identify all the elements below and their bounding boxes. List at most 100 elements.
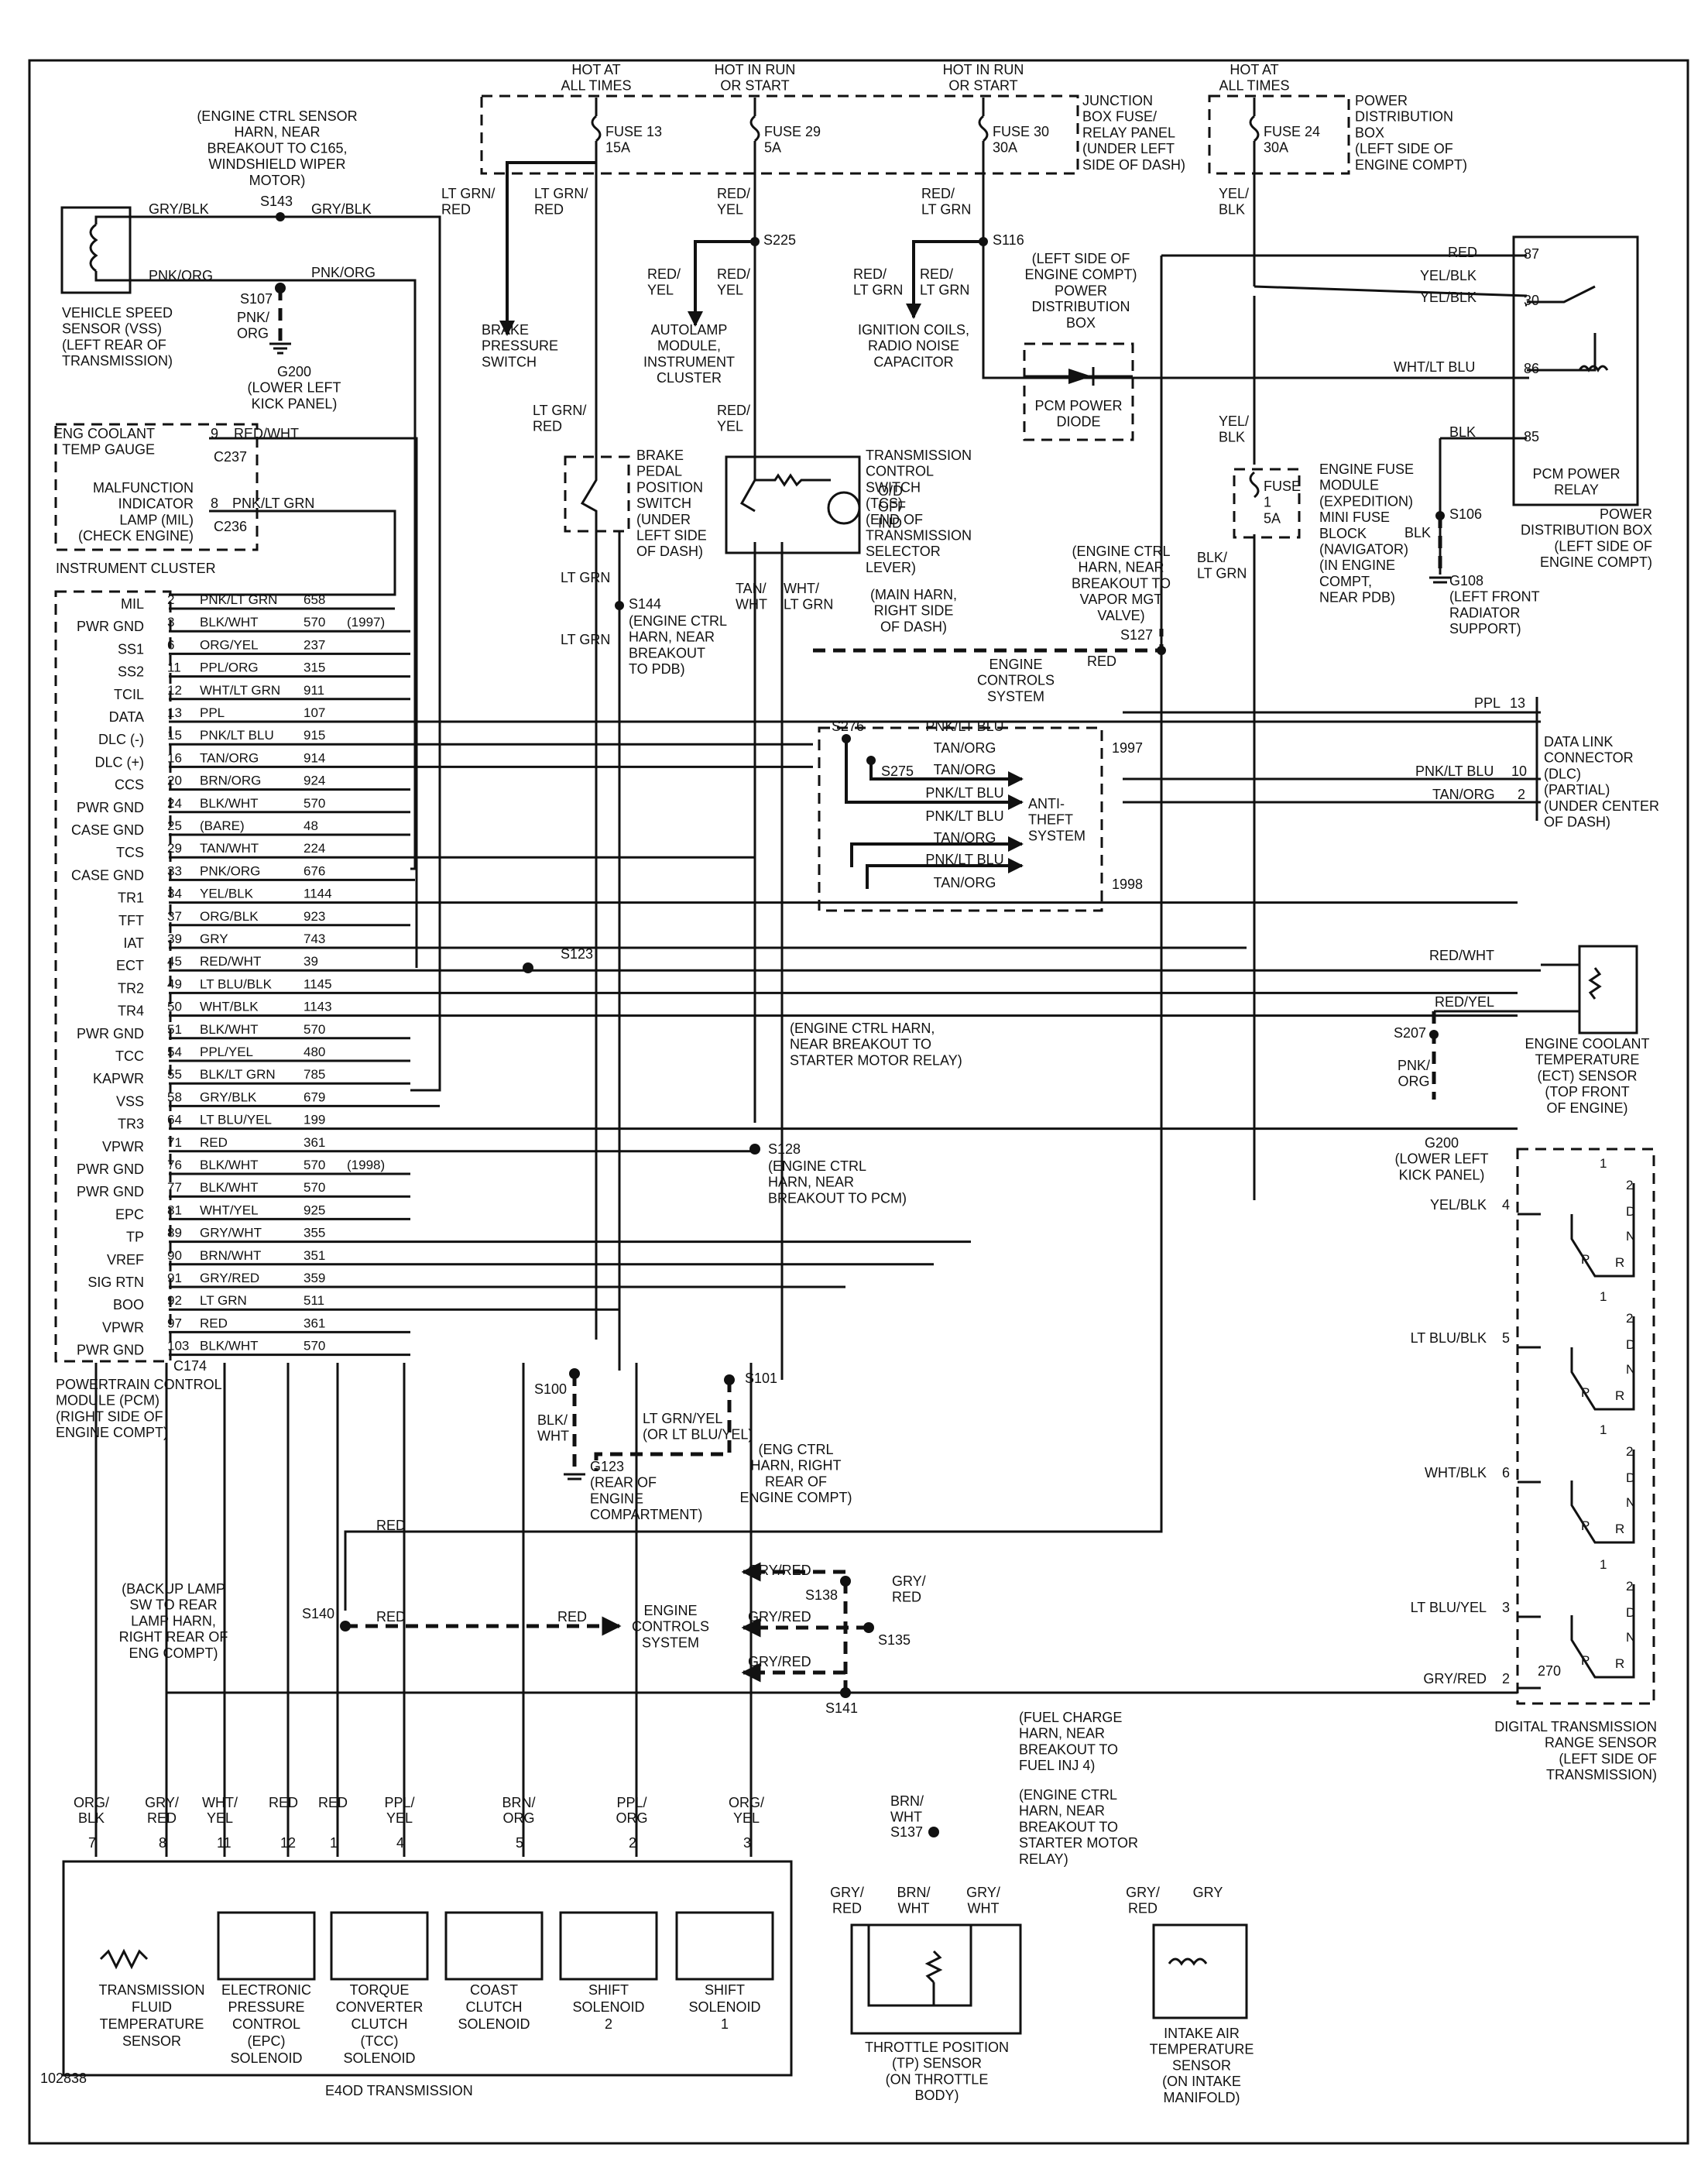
fuse-label-line: FUSE 30 — [993, 124, 1049, 139]
pcm-pin-circuit: 39 — [304, 954, 318, 969]
pcm-pin-color: YEL/BLK — [200, 887, 254, 901]
iat-label-line: (ON INTAKE — [1162, 2074, 1241, 2089]
wire-label-line: WHT — [890, 1810, 922, 1825]
trans-component-label: SOLENOID — [230, 2050, 302, 2066]
wire-label-line: BLK/ — [537, 1412, 568, 1428]
trans-component-label: TEMPERATURE — [100, 2016, 204, 2032]
ground-label-line: SUPPORT) — [1449, 621, 1521, 636]
wire-label-line: RED — [533, 419, 562, 434]
bpp-label-line: LEFT SIDE — [636, 528, 707, 544]
trans-wire-color: YEL — [386, 1810, 413, 1826]
pcm-pin-name: TR4 — [118, 1004, 144, 1019]
pcm-pin-name: PWR GND — [77, 1343, 144, 1358]
harness-note-line: (ENGINE CTRL — [1072, 544, 1170, 559]
tcs-label-line: TRANSMISSION — [866, 528, 972, 544]
fuse-label-line: 5A — [1264, 510, 1281, 526]
pcm-pin-circuit: 658 — [304, 592, 325, 607]
wire-label: BLK — [1449, 424, 1476, 440]
wire-label: RED — [557, 1609, 587, 1625]
splice-label: S137 — [890, 1824, 923, 1840]
tp-label-line: (TP) SENSOR — [892, 2056, 982, 2071]
fuse-label-line: 30A — [1264, 140, 1288, 156]
wire-label-line: WHT — [898, 1901, 930, 1916]
harness-note-line: HARN, NEAR — [1019, 1803, 1105, 1819]
harness-note-line: HARN, NEAR — [768, 1175, 854, 1190]
harness-note-line: RIGHT SIDE — [874, 603, 954, 619]
diagram-frame — [28, 59, 1689, 2145]
ground-label-line: RADIATOR — [1449, 605, 1520, 620]
wire-label: WHT/LT BLU — [1394, 359, 1475, 375]
trans-component-label: SHIFT — [705, 1982, 745, 1998]
pcm-power-relay — [1512, 235, 1639, 506]
pcm-pin-name: CASE GND — [71, 822, 144, 838]
dlc-harness-outline — [818, 726, 1103, 912]
wire-label-line: LT GRN/ — [533, 403, 586, 418]
trans-component-label: (EPC) — [248, 2033, 286, 2049]
mil-label-line: INDICATOR — [118, 496, 194, 512]
wire-label-line: (OR LT BLU/YEL) — [643, 1427, 753, 1443]
pcm-pin-color: LT GRN — [200, 1293, 247, 1308]
supply-label-line: HOT AT — [571, 62, 620, 77]
tp-sensor — [850, 1923, 1022, 2035]
dtrs-position: R — [1615, 1656, 1624, 1671]
pcm-pin-name: DLC (-) — [98, 732, 144, 747]
wire-brake-pressure — [499, 161, 596, 336]
wire-label: PNK/LT BLU — [1415, 763, 1494, 779]
pcm-pin-number: 91 — [167, 1271, 182, 1285]
pdb-note-line: POWER — [1055, 283, 1107, 298]
switch-label-line: BRAKE — [482, 322, 529, 338]
fuse-module-label-line: MODULE — [1319, 478, 1379, 493]
wire-label: RED — [376, 1518, 406, 1533]
autolamp-label-line: AUTOLAMP — [651, 322, 728, 338]
pcm-pin-color: RED — [200, 1316, 228, 1330]
splice-label: S275 — [881, 763, 914, 779]
pcm-pin-number: 76 — [167, 1158, 182, 1172]
pdb-top-outline — [1208, 94, 1350, 175]
gauge-label-line: ENG COOLANT — [53, 426, 155, 441]
wire-label: RED — [376, 1609, 406, 1625]
dtrs-label-line: DIGITAL TRANSMISSION — [1494, 1719, 1657, 1734]
pcm-pin-circuit: 355 — [304, 1226, 325, 1240]
pcm-pin-color: (BARE) — [200, 818, 245, 833]
wire-label: LT GRN — [561, 632, 610, 647]
pcm-pin-circuit: 359 — [304, 1271, 325, 1285]
engine-controls-label-line: SYSTEM — [987, 688, 1044, 704]
cluster-label: INSTRUMENT CLUSTER — [56, 561, 216, 576]
wire-label-line: LT GRN — [921, 202, 971, 218]
pin-label: 87 — [1524, 246, 1539, 262]
dtrs-wire-color: GRY/RED — [1423, 1671, 1487, 1686]
trans-wire-color: RED — [269, 1795, 298, 1810]
fuse-label-line: 15A — [605, 140, 630, 156]
wire-label: RED — [1087, 654, 1116, 669]
junction-box-label-line: SIDE OF DASH) — [1082, 157, 1185, 173]
harness-note-line: MOTOR) — [249, 173, 306, 188]
trans-wire-color: WHT/ — [202, 1795, 238, 1810]
pdb-note-line: (LEFT SIDE OF — [1032, 251, 1130, 266]
harness-note-line: (ENGINE CTRL — [768, 1158, 866, 1174]
trans-wire-color: BLK — [78, 1810, 105, 1826]
wire-label: RED — [1448, 245, 1477, 260]
pdb-label-line: ENGINE COMPT) — [1540, 554, 1652, 570]
pcm-pin-name: BOO — [113, 1297, 144, 1312]
year-label: 1998 — [1112, 877, 1143, 892]
dtrs-position: 1 — [1600, 1422, 1607, 1437]
fuse-module-label-line: (EXPEDITION) — [1319, 493, 1413, 509]
pcm-pin-number: 2 — [167, 592, 174, 607]
wire-label-line: GRY/ — [1126, 1885, 1160, 1900]
wire-label: TAN/ORG — [1432, 787, 1495, 802]
pcm-pin-number: 77 — [167, 1180, 182, 1195]
wire-label: LT GRN — [561, 570, 610, 585]
wire-label-line: ORG — [237, 326, 269, 341]
pin-label: 85 — [1524, 429, 1539, 444]
junction-box-label-line: RELAY PANEL — [1082, 125, 1175, 140]
fuse-module-label-line: NEAR PDB) — [1319, 590, 1395, 606]
dlc-label-line: (DLC) — [1544, 766, 1581, 781]
harness-note-line: BREAKOUT TO — [1019, 1819, 1118, 1834]
autolamp-label-line: CLUSTER — [657, 370, 722, 386]
pcm-pin-color: PNK/ORG — [200, 863, 260, 878]
wire-label-line: GRY/ — [892, 1573, 926, 1589]
harness-note-line: BREAKOUT TO — [1072, 575, 1171, 591]
pcm-pin-name: PWR GND — [77, 1184, 144, 1199]
pcm-pin-color: PPL/YEL — [200, 1045, 253, 1059]
pcm-pin-name: TFT — [118, 913, 144, 928]
